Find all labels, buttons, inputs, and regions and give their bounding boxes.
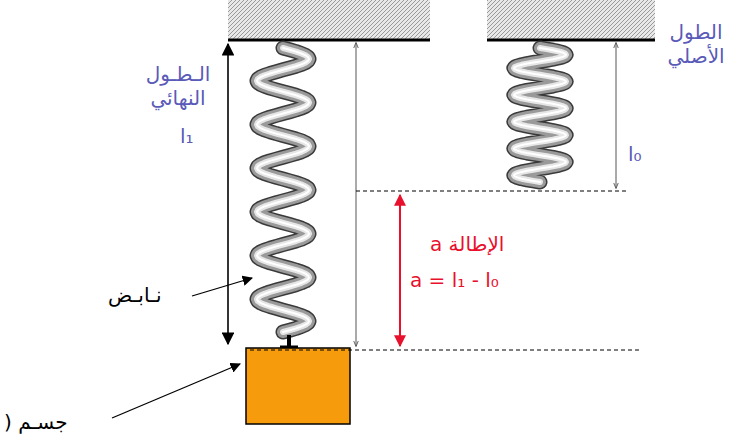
final-length-symbol: l₁ xyxy=(180,124,194,148)
original-spring xyxy=(514,48,566,182)
body-label: جسـم ( xyxy=(4,410,68,434)
dashed-level xyxy=(356,191,628,192)
ceiling-edge xyxy=(228,39,430,42)
ceiling xyxy=(228,0,430,40)
dashed-level xyxy=(250,350,640,351)
stretched-spring xyxy=(257,48,309,332)
coil-stroke xyxy=(257,48,309,332)
spring-label: نـابـض xyxy=(108,283,161,307)
mass-block xyxy=(246,348,350,424)
extension-formula: a = l₁ - l₀ xyxy=(410,268,499,292)
original-length-label: الطول الأصلي xyxy=(656,20,736,68)
spring-leader xyxy=(192,278,252,296)
final-length-arrow xyxy=(227,44,229,344)
ceiling-edge xyxy=(487,39,655,42)
coil-stroke xyxy=(257,48,309,332)
extension-label: الإطالة a xyxy=(430,232,504,256)
length-arrow xyxy=(356,43,357,346)
coil-stroke xyxy=(257,48,309,332)
hook xyxy=(287,335,291,347)
ceiling xyxy=(487,0,655,40)
original-length-symbol: l₀ xyxy=(628,142,642,166)
final-length-label: الـطـول النهائي xyxy=(138,62,218,110)
coil-stroke xyxy=(514,48,566,182)
coil-stroke xyxy=(514,48,566,182)
coil-stroke xyxy=(257,48,309,332)
coil-stroke xyxy=(514,48,566,182)
body-leader xyxy=(112,364,240,418)
extension-arrow xyxy=(399,195,401,346)
original-length-arrow xyxy=(616,43,617,188)
coil-stroke xyxy=(514,48,566,182)
